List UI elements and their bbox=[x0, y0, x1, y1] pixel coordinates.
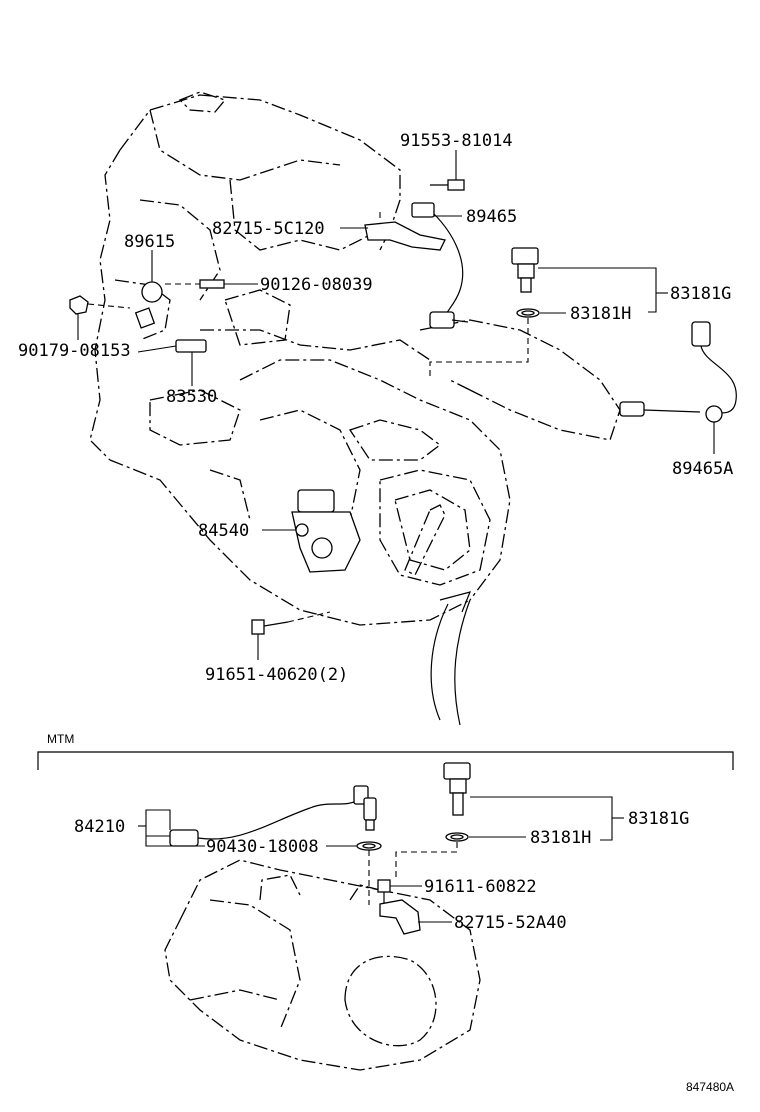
part-label-82715-5c120: 82715-5C120 bbox=[212, 219, 325, 239]
oxygen-sensor-89465a-icon bbox=[619, 321, 737, 423]
mtm-section-bracket bbox=[37, 751, 734, 770]
part-label-83181g-mtm: 83181G bbox=[628, 809, 689, 829]
bracket-82715-52a40-icon bbox=[379, 899, 421, 935]
part-label-84210: 84210 bbox=[74, 817, 125, 837]
manual-transaxle-drawing bbox=[164, 859, 481, 1071]
part-label-91611-60822: 91611-60822 bbox=[424, 877, 537, 897]
figure-id: 847480A bbox=[686, 1080, 734, 1094]
nut-90179-icon bbox=[69, 295, 131, 315]
part-label-91553-81014: 91553-81014 bbox=[400, 131, 513, 151]
part-label-82715-52a40: 82715-52A40 bbox=[454, 913, 567, 933]
bolt-91553-icon bbox=[430, 179, 465, 191]
part-label-90179-08153: 90179-08153 bbox=[18, 341, 131, 361]
bracket-82715-5c120-icon bbox=[364, 221, 446, 251]
part-label-91651-40620: 91651-40620(2) bbox=[205, 665, 348, 685]
gasket-90430-icon bbox=[356, 841, 382, 905]
part-label-90430-18008: 90430-18008 bbox=[206, 837, 319, 857]
o-ring-83181h-icon bbox=[516, 308, 540, 318]
part-label-83181g-at: 83181G bbox=[670, 284, 731, 304]
part-label-89465: 89465 bbox=[466, 207, 517, 227]
part-label-89465a: 89465A bbox=[672, 459, 733, 479]
speed-sensor-84210-icon bbox=[169, 785, 377, 847]
part-label-90126-08039: 90126-08039 bbox=[260, 275, 373, 295]
speed-sensor-83181g-icon bbox=[511, 247, 539, 293]
part-label-89615: 89615 bbox=[124, 232, 175, 252]
part-label-83181h-mtm: 83181H bbox=[530, 828, 591, 848]
bolt-91651-icon bbox=[251, 611, 331, 635]
stud-90126-icon bbox=[165, 279, 225, 289]
knock-sensor-89615-icon bbox=[134, 281, 163, 329]
neutral-switch-84540-icon bbox=[291, 489, 361, 573]
automatic-transaxle-drawing bbox=[89, 91, 621, 726]
speed-sensor-83181g-mtm-icon bbox=[443, 762, 471, 816]
part-label-83181h-at: 83181H bbox=[570, 304, 631, 324]
part-label-84540: 84540 bbox=[198, 521, 249, 541]
o-ring-83181h-mtm-icon bbox=[445, 832, 469, 842]
part-label-83530: 83530 bbox=[166, 387, 217, 407]
pressure-switch-83530-icon bbox=[137, 339, 207, 353]
section-label-mtm: MTM bbox=[47, 732, 74, 746]
oxygen-sensor-89465-icon bbox=[411, 202, 469, 329]
